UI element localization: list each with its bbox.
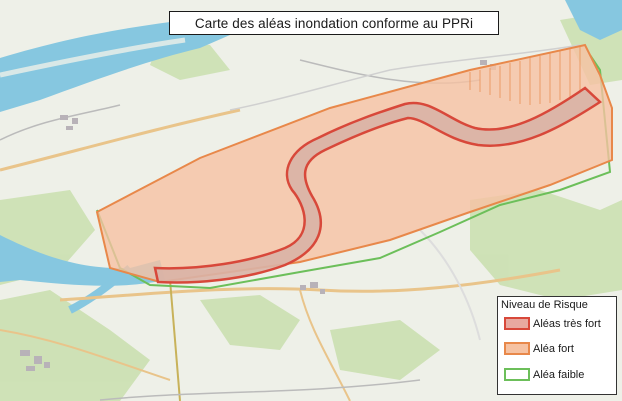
zone-aleas-tres-fort [153, 86, 603, 284]
map-legend: Niveau de Risque Aléas très fort Aléa fo… [497, 296, 617, 395]
map-title: Carte des aléas inondation conforme au P… [169, 11, 499, 35]
swatch-tres-fort [504, 317, 530, 330]
legend-item-tres-fort: Aléas très fort [504, 316, 601, 331]
legend-title: Niveau de Risque [501, 299, 588, 311]
legend-item-faible: Aléa faible [504, 367, 584, 382]
legend-label-faible: Aléa faible [533, 368, 585, 381]
roads [0, 44, 581, 401]
swatch-fort [504, 342, 530, 355]
legend-label-fort: Aléa fort [533, 342, 574, 355]
swatch-faible [504, 368, 530, 381]
hatched-area [469, 46, 581, 105]
legend-item-fort: Aléa fort [504, 341, 574, 356]
legend-label-tres-fort: Aléas très fort [533, 317, 601, 330]
